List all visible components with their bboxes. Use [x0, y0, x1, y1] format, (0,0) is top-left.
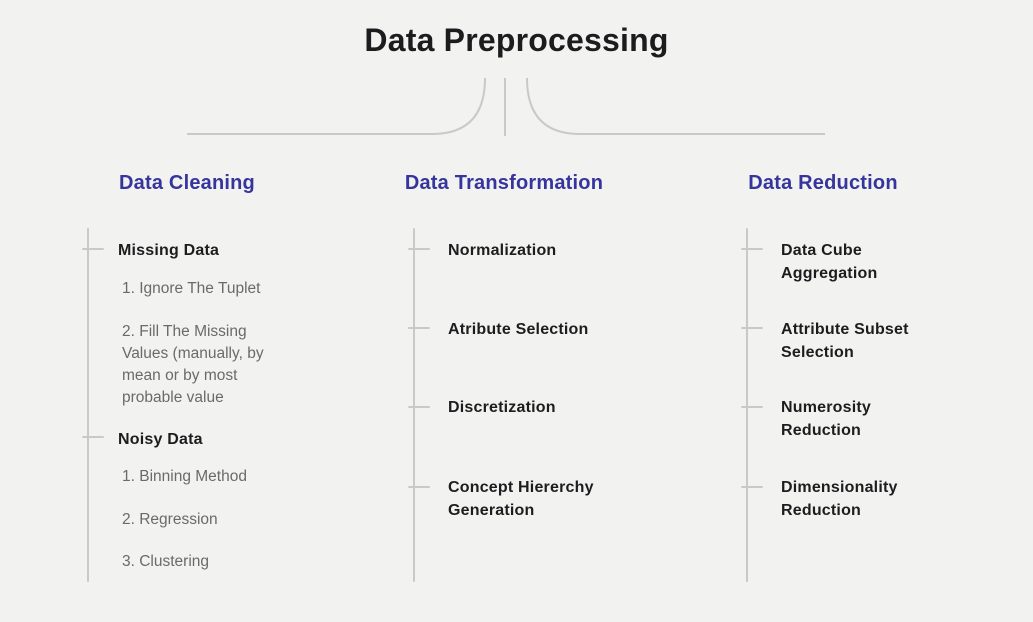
branch-right-line [526, 77, 825, 135]
tick-connector [408, 327, 430, 329]
topic-item: Concept Hiererchy Generation [448, 479, 594, 519]
topic-item: Attribute Subset Selection [781, 321, 909, 361]
column-rail [746, 228, 748, 582]
column-heading-data-reduction: Data Reduction [748, 172, 898, 194]
tick-connector [741, 248, 763, 250]
sub-item: 2. Fill The Missing Values (manually, by… [122, 323, 264, 406]
sub-item: 2. Regression [122, 511, 218, 528]
sub-item: 1. Ignore The Tuplet [122, 280, 261, 297]
branch-left-line [187, 77, 486, 135]
topic-item: Numerosity Reduction [781, 399, 872, 439]
topic-item: Noisy Data [118, 431, 203, 448]
tick-connector [408, 248, 430, 250]
tick-connector [408, 486, 430, 488]
tick-connector [82, 436, 104, 438]
topic-item: Discretization [448, 399, 556, 416]
topic-item: Data Cube Aggregation [781, 242, 878, 282]
column-rail [413, 228, 415, 582]
topic-item: Atribute Selection [448, 321, 589, 338]
tick-connector [741, 327, 763, 329]
tick-connector [741, 486, 763, 488]
column-heading-data-transformation: Data Transformation [404, 172, 604, 194]
topic-item: Normalization [448, 242, 557, 259]
topic-item: Dimensionality Reduction [781, 479, 898, 519]
column-heading-data-cleaning: Data Cleaning [119, 172, 255, 194]
tick-connector [741, 406, 763, 408]
tick-connector [82, 248, 104, 250]
sub-item: 1. Binning Method [122, 468, 247, 485]
sub-item: 3. Clustering [122, 553, 210, 570]
branch-connector [187, 77, 825, 136]
topic-item: Missing Data [118, 242, 220, 259]
column-rail [87, 228, 89, 582]
page-title: Data Preprocessing [364, 22, 669, 58]
tick-connector [408, 406, 430, 408]
